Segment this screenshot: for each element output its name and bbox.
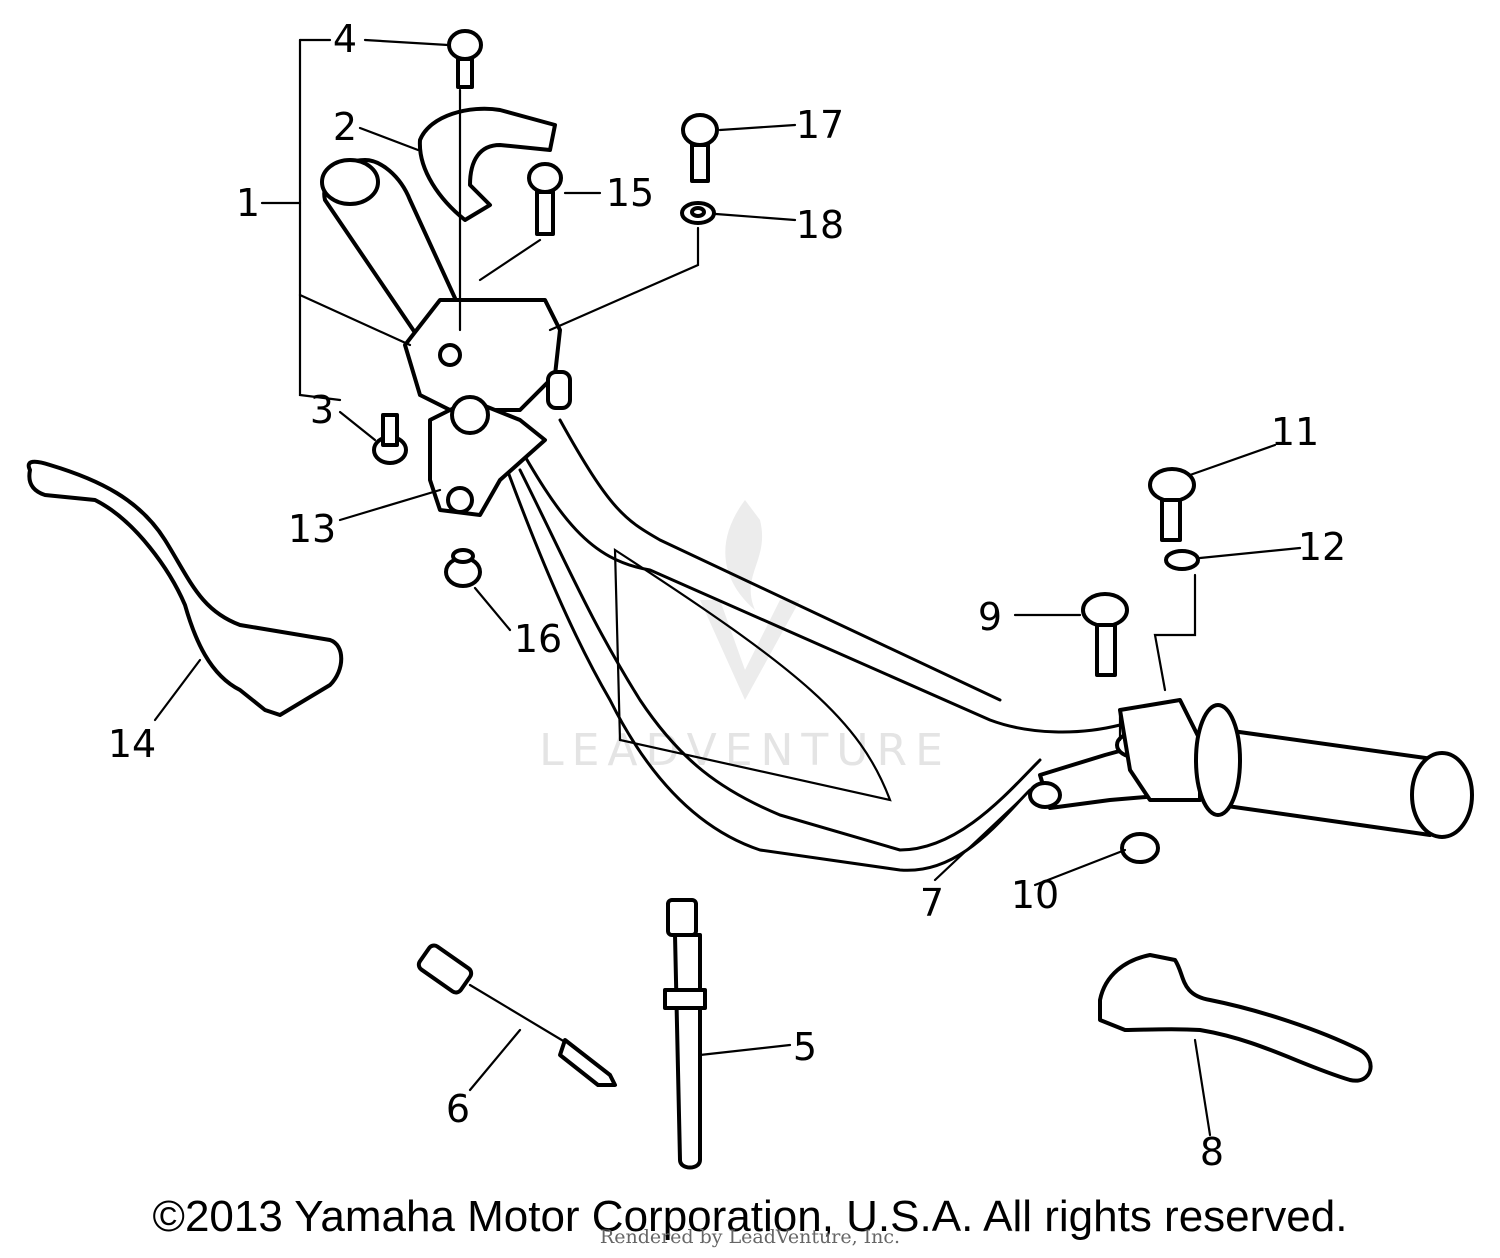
washer-part-18 — [680, 201, 716, 225]
callout-15: 15 — [606, 171, 654, 215]
bolt-part-11 — [1148, 467, 1196, 542]
throttle-housing — [403, 298, 572, 517]
washer-part-12 — [1164, 549, 1200, 571]
bolt-part-9 — [1081, 592, 1129, 677]
callout-3: 3 — [310, 388, 334, 432]
callout-1: 1 — [236, 181, 260, 225]
callout-14: 14 — [108, 722, 156, 766]
cable-tie-part-5 — [663, 898, 707, 1170]
screw-part-3 — [372, 413, 408, 465]
nut-part-10 — [1120, 832, 1160, 864]
cable-adjuster-part-6 — [416, 943, 617, 1087]
left-grip — [320, 158, 467, 342]
right-lever-holder-part-7 — [1028, 698, 1202, 810]
leader-lines — [153, 38, 1302, 1137]
right-grip — [1194, 703, 1474, 839]
bolt-part-4 — [447, 29, 483, 89]
callout-2: 2 — [333, 105, 357, 149]
callout-9: 9 — [978, 595, 1002, 639]
callouts: 1 2 3 4 5 6 7 8 9 10 11 12 13 14 15 16 1… — [108, 17, 1346, 1174]
handlebar — [498, 418, 1122, 872]
callout-5: 5 — [793, 1025, 817, 1069]
callout-17: 17 — [796, 103, 844, 147]
callout-12: 12 — [1298, 525, 1346, 569]
copyright-notice: ©2013 Yamaha Motor Corporation, U.S.A. A… — [152, 1192, 1348, 1241]
callout-10: 10 — [1011, 873, 1059, 917]
rendered-by-credit: Rendered by LeadVenture, Inc. — [599, 1226, 901, 1248]
clutch-lever-part-14 — [26, 459, 344, 717]
callout-11: 11 — [1271, 410, 1319, 454]
bolt-part-17 — [681, 113, 719, 183]
callout-18: 18 — [796, 203, 844, 247]
callout-6: 6 — [446, 1087, 470, 1131]
callout-7: 7 — [920, 881, 944, 925]
bolt-part-15 — [527, 162, 563, 236]
callout-16: 16 — [514, 617, 562, 661]
callout-8: 8 — [1200, 1130, 1224, 1174]
cable-bracket-part-2 — [417, 106, 557, 222]
callout-13: 13 — [288, 507, 336, 551]
brake-lever-part-8 — [1098, 953, 1373, 1083]
callout-4: 4 — [333, 17, 357, 61]
nut-part-16 — [444, 548, 482, 588]
